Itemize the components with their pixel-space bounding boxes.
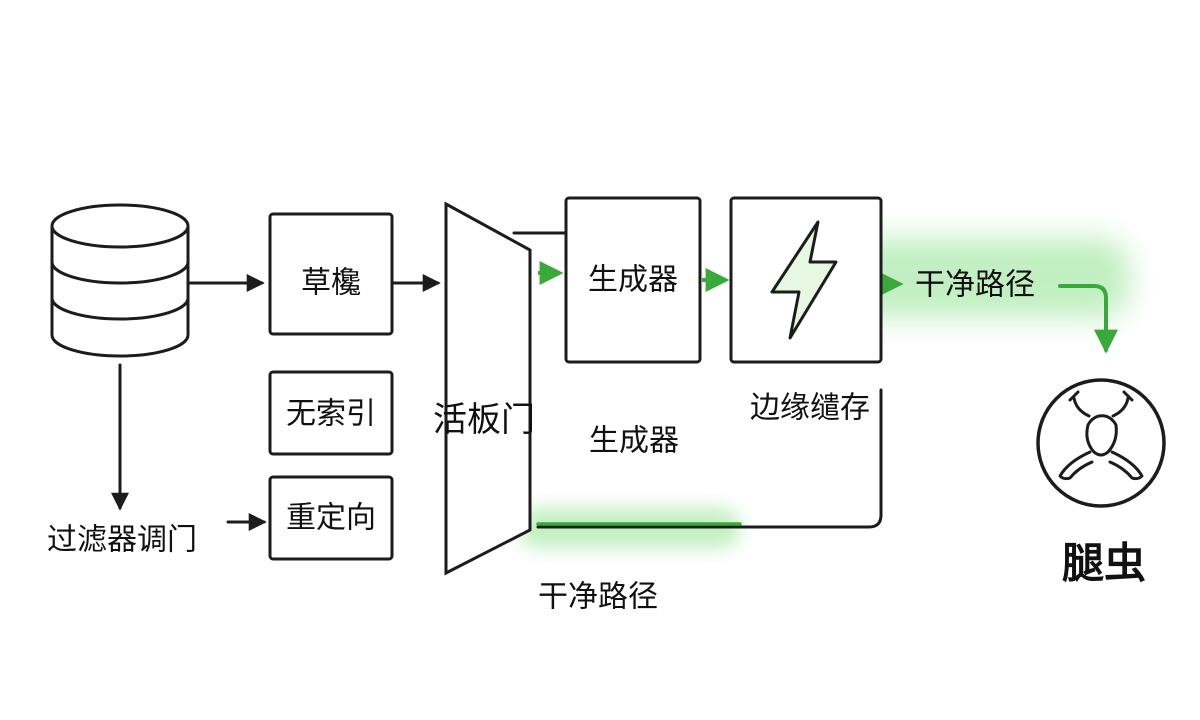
grass-tank-label: 草欃: [301, 266, 361, 301]
filter-gate-label: 过滤器调门: [47, 523, 197, 558]
redirect-label: 重定向: [286, 501, 376, 536]
generator-box-label: 生成器: [588, 263, 678, 298]
edge-cache-return-loop: [536, 388, 883, 529]
crawler-bug-icon: [1058, 390, 1144, 481]
generator-box: 生成器: [564, 196, 702, 364]
lightning-bolt-icon: [770, 220, 838, 340]
generator-text-label: 生成器: [589, 424, 679, 459]
database-icon: [50, 203, 190, 358]
no-index-box: 无索引: [268, 370, 394, 456]
trapdoor-shape: 活板门: [433, 201, 535, 576]
crawler-node: 腿虫: [1036, 378, 1166, 588]
connectors: [111, 231, 1118, 531]
no-index-label: 无索引: [286, 397, 376, 432]
crawler-circle: [1036, 378, 1166, 508]
floating-labels: 边缘缱存 生成器 干净路径 干净路径 过滤器调门: [47, 268, 1035, 615]
clean-path-to-crawler-arrow: [1058, 284, 1118, 354]
clean-path-top-label: 干净路径: [915, 268, 1035, 303]
redirect-box: 重定向: [268, 475, 394, 561]
edge-cache-label: 边缘缱存: [750, 391, 870, 426]
edge-cache-box: [729, 196, 883, 364]
grass-tank-box: 草欃: [268, 212, 394, 336]
clean-path-bottom-label: 干净路径: [538, 580, 658, 615]
trapdoor-label: 活板门: [433, 400, 535, 440]
crawler-label: 腿虫: [1062, 539, 1146, 588]
